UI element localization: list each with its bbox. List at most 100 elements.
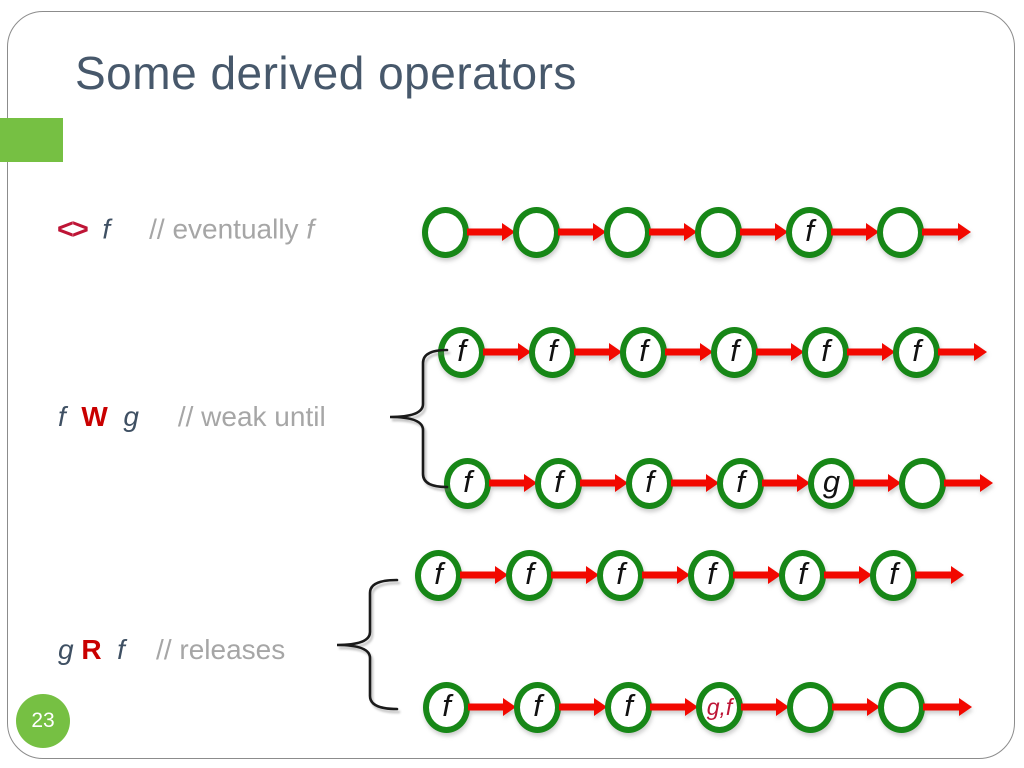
arrow-head-icon: [951, 566, 964, 584]
transition-arrow-icon: [922, 223, 971, 241]
arrow-shaft: [467, 228, 504, 236]
transition-arrow-icon: [665, 343, 713, 361]
arrow-head-icon: [706, 474, 719, 492]
arrow-head-icon: [959, 698, 972, 716]
state-circle: g: [808, 457, 855, 509]
arrow-head-icon: [980, 474, 993, 492]
arrow-head-icon: [888, 474, 901, 492]
state-label: g,f: [706, 693, 733, 720]
state-circle: [695, 206, 742, 258]
arrow-head-icon: [859, 566, 872, 584]
operator-segment: // releases: [124, 634, 286, 665]
operator-segment: f: [306, 213, 315, 245]
operator-segment: // weak until: [138, 401, 326, 432]
slide-frame: [7, 11, 1015, 759]
state-circle: f: [870, 549, 917, 601]
arrow-shaft: [944, 479, 982, 487]
arrow-shaft: [559, 703, 596, 711]
transition-arrow-icon: [468, 698, 516, 716]
arrow-shaft: [847, 348, 884, 356]
transition-arrow-icon: [559, 698, 607, 716]
state-label: g: [822, 463, 841, 499]
state-circle: f: [717, 457, 764, 509]
transition-arrow-icon: [741, 698, 789, 716]
state-label: f: [525, 555, 534, 591]
arrow-shaft: [762, 479, 799, 487]
transition-arrow-icon: [824, 566, 872, 584]
transition-arrow-icon: [832, 698, 880, 716]
state-circle: f: [711, 326, 758, 378]
arrow-shaft: [460, 571, 497, 579]
transition-arrow-icon: [574, 343, 622, 361]
state-label: f: [889, 555, 898, 591]
arrow-shaft: [853, 479, 890, 487]
transition-arrow-icon: [915, 566, 964, 584]
state-label: f: [457, 332, 466, 368]
arrow-shaft: [756, 348, 793, 356]
arrow-head-icon: [609, 343, 622, 361]
arrow-head-icon: [593, 223, 606, 241]
transition-arrow-icon: [558, 223, 606, 241]
arrow-head-icon: [776, 698, 789, 716]
state-label: f: [798, 555, 807, 591]
transition-arrow-icon: [853, 474, 901, 492]
page-title: Some derived operators: [75, 47, 577, 99]
state-label: f: [730, 332, 739, 368]
arrow-head-icon: [594, 698, 607, 716]
transition-arrow-icon: [580, 474, 628, 492]
arrow-shaft: [580, 479, 617, 487]
state-label: f: [533, 687, 542, 723]
operator-label-eventually: <> f // eventually f: [57, 214, 314, 247]
arrow-head-icon: [974, 343, 987, 361]
arrow-head-icon: [518, 343, 531, 361]
state-circle: f: [779, 549, 826, 601]
transition-arrow-icon: [733, 566, 781, 584]
weak-until-brace: [389, 348, 449, 489]
operator-segment: f: [101, 634, 125, 665]
state-circle: f: [423, 681, 470, 733]
state-label: f: [736, 463, 745, 499]
arrow-shaft: [489, 479, 526, 487]
transition-arrow-icon: [831, 223, 879, 241]
arrow-head-icon: [586, 566, 599, 584]
state-circle: [877, 206, 924, 258]
arrow-head-icon: [524, 474, 537, 492]
state-label: f: [645, 463, 654, 499]
page-number: 23: [31, 709, 55, 732]
state-circle: f: [415, 549, 462, 601]
state-circle: [422, 206, 469, 258]
arrow-head-icon: [503, 698, 516, 716]
arrow-shaft: [740, 228, 777, 236]
arrow-shaft: [915, 571, 953, 579]
arrow-shaft: [741, 703, 778, 711]
state-circle: [878, 681, 925, 733]
arrow-head-icon: [684, 223, 697, 241]
arrow-shaft: [665, 348, 702, 356]
state-circle: f: [688, 549, 735, 601]
operator-segment: g: [58, 634, 82, 665]
transition-arrow-icon: [483, 343, 531, 361]
operator-segment: // eventually: [110, 213, 307, 245]
transition-arrow-icon: [460, 566, 508, 584]
state-circle: f: [438, 326, 485, 378]
transition-arrow-icon: [847, 343, 895, 361]
state-circle: [513, 206, 560, 258]
transition-arrow-icon: [756, 343, 804, 361]
state-circle: f: [626, 457, 673, 509]
arrow-shaft: [551, 571, 588, 579]
state-circle: f: [597, 549, 644, 601]
arrow-head-icon: [797, 474, 810, 492]
transition-arrow-icon: [467, 223, 515, 241]
transition-arrow-icon: [944, 474, 993, 492]
arrow-shaft: [558, 228, 595, 236]
transition-arrow-icon: [938, 343, 987, 361]
operator-segment: R: [81, 634, 102, 665]
state-label: f: [434, 555, 443, 591]
arrow-shaft: [831, 228, 868, 236]
operator-label-weak-until: f W g // weak until: [58, 401, 326, 433]
arrow-head-icon: [867, 698, 880, 716]
